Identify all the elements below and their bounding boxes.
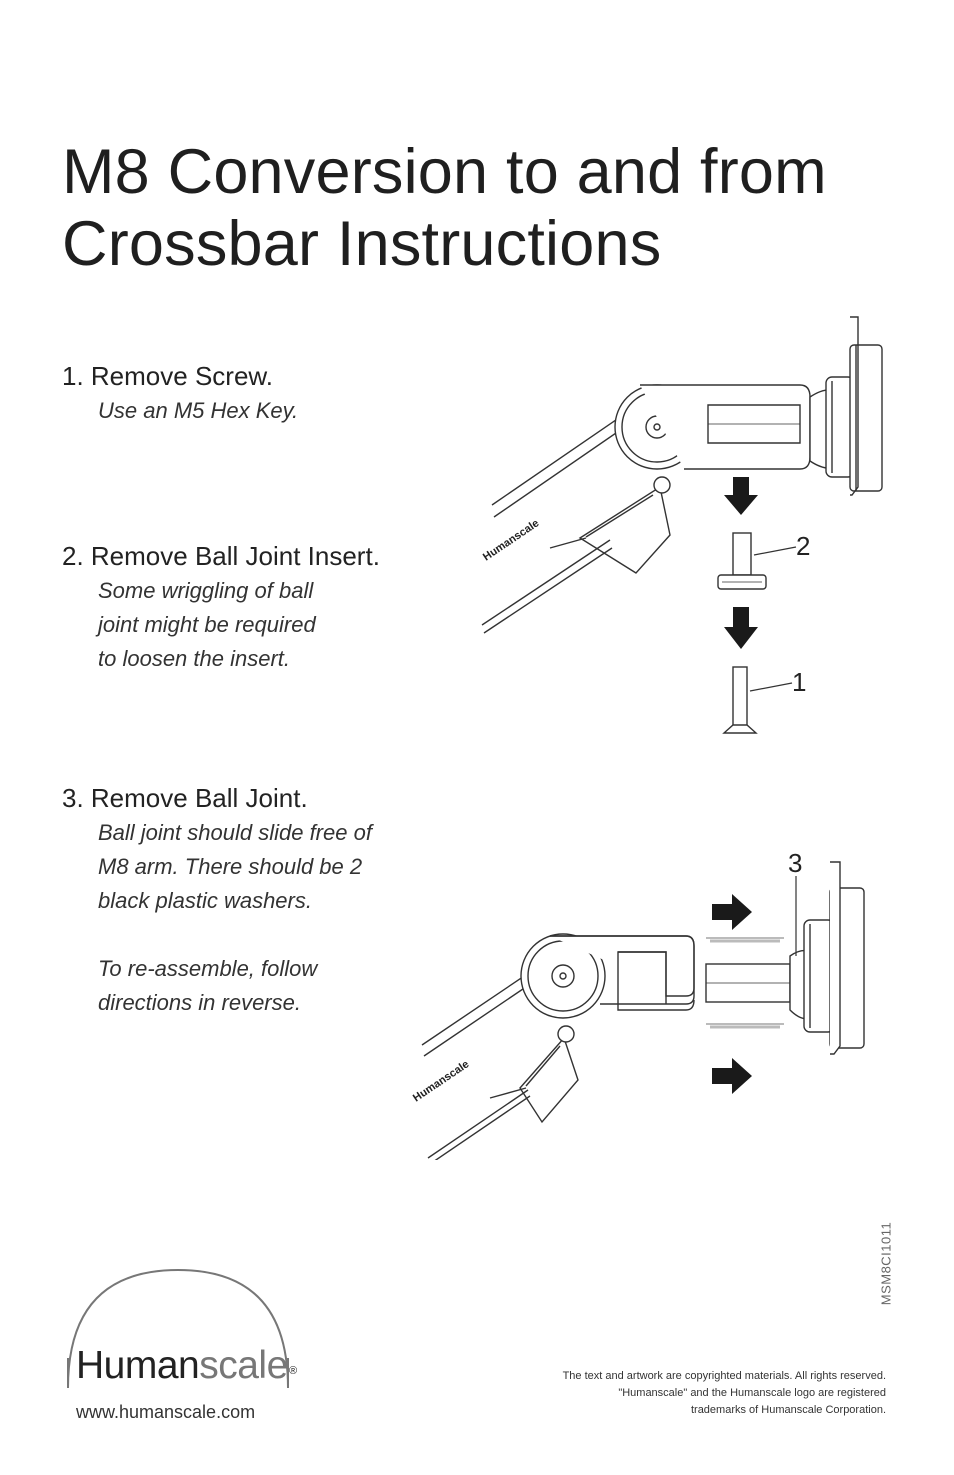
step-3-gap <box>98 918 372 952</box>
step-3: 3. Remove Ball Joint. Ball joint should … <box>62 782 372 1020</box>
screw-part <box>722 666 758 734</box>
step-3-line-4: To re-assemble, follow <box>98 956 318 981</box>
step-2-heading: 2. Remove Ball Joint Insert. <box>62 541 380 571</box>
washer-bottom <box>706 1023 784 1029</box>
website-url[interactable]: www.humanscale.com <box>76 1402 256 1422</box>
step-3-line-2: M8 arm. There should be 2 <box>98 854 363 879</box>
step-3-description: Ball joint should slide free of M8 arm. … <box>98 816 372 1020</box>
callout-label-ball-joint: 3 <box>788 848 802 878</box>
step-2-description: Some wriggling of ball joint might be re… <box>98 574 380 676</box>
document-code: MSM8CI1011 <box>878 1221 894 1306</box>
registered-mark: ® <box>289 1365 298 1377</box>
step-2-line-2: joint might be required <box>98 612 316 637</box>
ball-joint-part <box>705 861 865 1055</box>
step-2-line-1: Some wriggling of ball <box>98 578 314 603</box>
legal-line-2: "Humanscale" and the Humanscale logo are… <box>618 1387 886 1399</box>
callout-line-screw <box>749 682 793 692</box>
step-3-line-3: black plastic washers. <box>98 888 312 913</box>
step-1: 1. Remove Screw. Use an M5 Hex Key. <box>62 360 298 428</box>
legal-notice: The text and artwork are copyrighted mat… <box>563 1368 886 1419</box>
step-3-heading: 3. Remove Ball Joint. <box>62 783 308 813</box>
washer-top <box>706 937 784 943</box>
diagram-remove-ball-joint: Humanscale 3 <box>411 848 865 1160</box>
title-line-2: Crossbar Instructions <box>62 209 662 279</box>
logo-arc-icon <box>67 1268 289 1389</box>
callout-label-insert: 2 <box>796 531 810 561</box>
title-line-1: M8 Conversion to and from <box>62 137 827 207</box>
logo-wordmark: Humanscale <box>76 1344 288 1388</box>
step-2-line-3: to loosen the insert. <box>98 646 291 671</box>
upper-arm-drawing <box>481 316 883 634</box>
step-3-line-5: directions in reverse. <box>98 990 301 1015</box>
logo-word-dark: Human <box>76 1344 200 1387</box>
arrow-right-icon <box>712 1058 752 1094</box>
logo-word-light: scale <box>199 1344 288 1387</box>
legal-line-3: trademarks of Humanscale Corporation. <box>690 1404 886 1416</box>
arm-brand-label-lower: Humanscale <box>411 1058 471 1104</box>
callout-label-screw: 1 <box>792 667 806 697</box>
humanscale-logo: Humanscale ® <box>60 1262 320 1402</box>
arrow-right-icon <box>712 894 752 930</box>
legal-line-1: The text and artwork are copyrighted mat… <box>562 1370 886 1382</box>
lower-arm-drawing <box>421 933 695 1160</box>
step-1-heading: 1. Remove Screw. <box>62 361 273 391</box>
arrow-down-icon <box>724 607 758 649</box>
arrow-down-icon <box>724 477 758 515</box>
step-1-description: Use an M5 Hex Key. <box>98 394 298 428</box>
step-1-line-1: Use an M5 Hex Key. <box>98 398 299 423</box>
arm-brand-label-upper: Humanscale <box>481 517 541 563</box>
step-3-line-1: Ball joint should slide free of <box>98 820 372 845</box>
diagram-remove-screw-and-insert: Humanscale 2 1 <box>481 316 883 734</box>
step-2: 2. Remove Ball Joint Insert. Some wriggl… <box>62 540 380 676</box>
ball-joint-insert-part <box>717 532 767 590</box>
page-title: M8 Conversion to and from Crossbar Instr… <box>62 136 827 280</box>
callout-line-insert <box>753 546 797 556</box>
